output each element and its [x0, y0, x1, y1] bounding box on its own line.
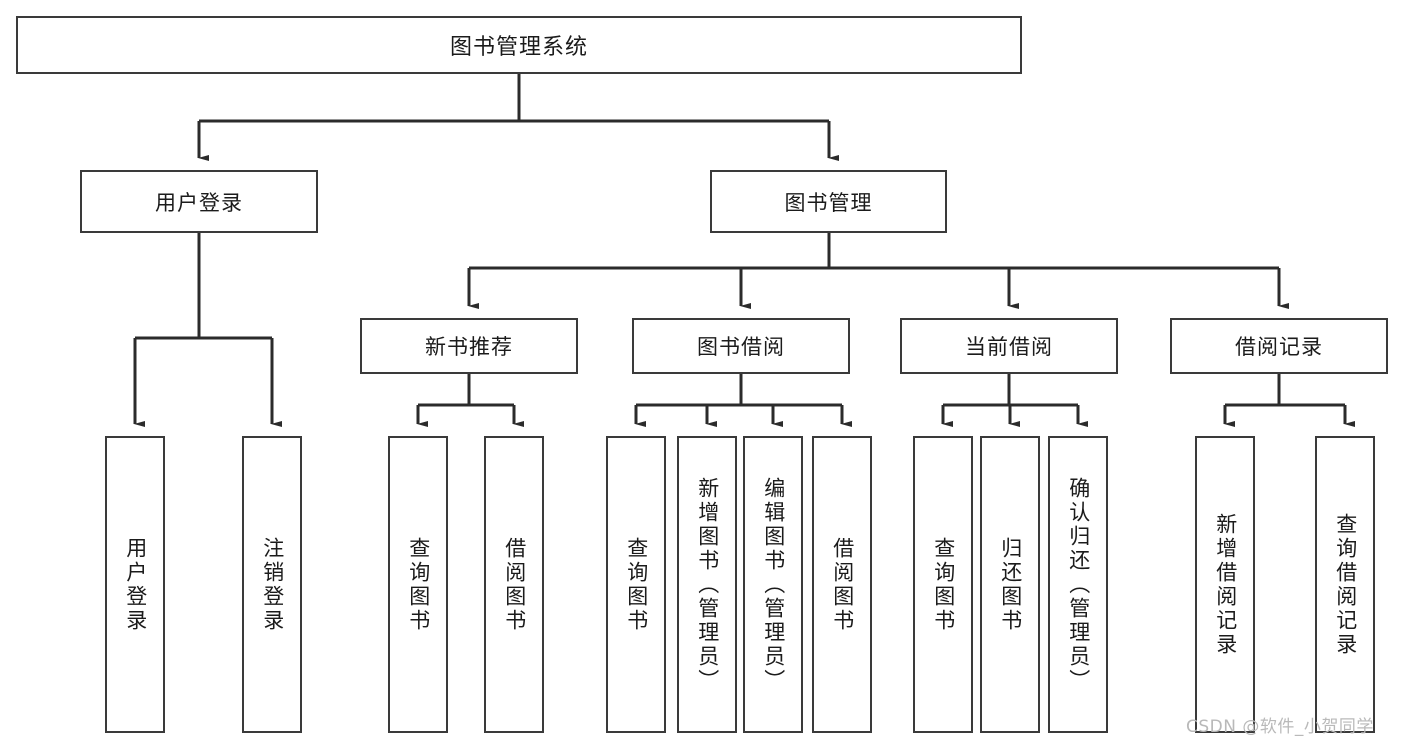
node-book-borrow[interactable]: 图书借阅: [632, 318, 850, 374]
node-leaf-borrow-book-rec[interactable]: 借阅图书: [484, 436, 544, 733]
node-leaf-add-record[interactable]: 新增借阅记录: [1195, 436, 1255, 733]
node-borrow-record[interactable]: 借阅记录: [1170, 318, 1388, 374]
node-leaf-logout-label: 注销登录: [260, 536, 285, 633]
node-leaf-query-book-cur-label: 查询图书: [931, 536, 956, 633]
node-leaf-edit-book[interactable]: 编辑图书（管理员）: [743, 436, 803, 733]
csdn-watermark: CSDN @软件_小贺同学: [1186, 717, 1374, 737]
node-book-manage-label: 图书管理: [784, 190, 873, 215]
node-root-label: 图书管理系统: [449, 35, 588, 60]
node-user-login[interactable]: 用户登录: [80, 170, 318, 233]
node-borrow-record-label: 借阅记录: [1235, 335, 1323, 359]
node-leaf-user-login[interactable]: 用户登录: [105, 436, 165, 733]
node-leaf-query-record-label: 查询借阅记录: [1333, 512, 1358, 657]
node-leaf-query-book-rec[interactable]: 查询图书: [388, 436, 448, 733]
node-leaf-borrow-book-bor[interactable]: 借阅图书: [812, 436, 872, 733]
node-leaf-query-book-bor-label: 查询图书: [624, 536, 649, 633]
node-leaf-confirm-return[interactable]: 确认归还（管理员）: [1048, 436, 1108, 733]
node-root[interactable]: 图书管理系统: [16, 16, 1022, 74]
node-new-book-recommend[interactable]: 新书推荐: [360, 318, 578, 374]
node-current-borrow-label: 当前借阅: [965, 335, 1053, 359]
node-leaf-return-book[interactable]: 归还图书: [980, 436, 1040, 733]
node-leaf-return-book-label: 归还图书: [998, 536, 1023, 633]
node-leaf-edit-book-label: 编辑图书（管理员）: [761, 476, 786, 693]
node-leaf-query-book-bor[interactable]: 查询图书: [606, 436, 666, 733]
node-leaf-user-login-label: 用户登录: [123, 536, 148, 633]
node-leaf-query-record[interactable]: 查询借阅记录: [1315, 436, 1375, 733]
node-book-manage[interactable]: 图书管理: [710, 170, 947, 233]
node-book-borrow-label: 图书借阅: [697, 335, 785, 359]
node-new-book-recommend-label: 新书推荐: [425, 335, 513, 359]
node-leaf-query-book-cur[interactable]: 查询图书: [913, 436, 973, 733]
node-leaf-logout[interactable]: 注销登录: [242, 436, 302, 733]
node-current-borrow[interactable]: 当前借阅: [900, 318, 1118, 374]
node-leaf-borrow-book-rec-label: 借阅图书: [502, 536, 527, 633]
node-leaf-query-book-rec-label: 查询图书: [406, 536, 431, 633]
node-leaf-add-book[interactable]: 新增图书（管理员）: [677, 436, 737, 733]
node-leaf-add-record-label: 新增借阅记录: [1213, 512, 1238, 657]
node-leaf-confirm-return-label: 确认归还（管理员）: [1066, 476, 1091, 693]
node-leaf-add-book-label: 新增图书（管理员）: [695, 476, 720, 693]
node-leaf-borrow-book-bor-label: 借阅图书: [830, 536, 855, 633]
node-user-login-label: 用户登录: [155, 190, 243, 215]
